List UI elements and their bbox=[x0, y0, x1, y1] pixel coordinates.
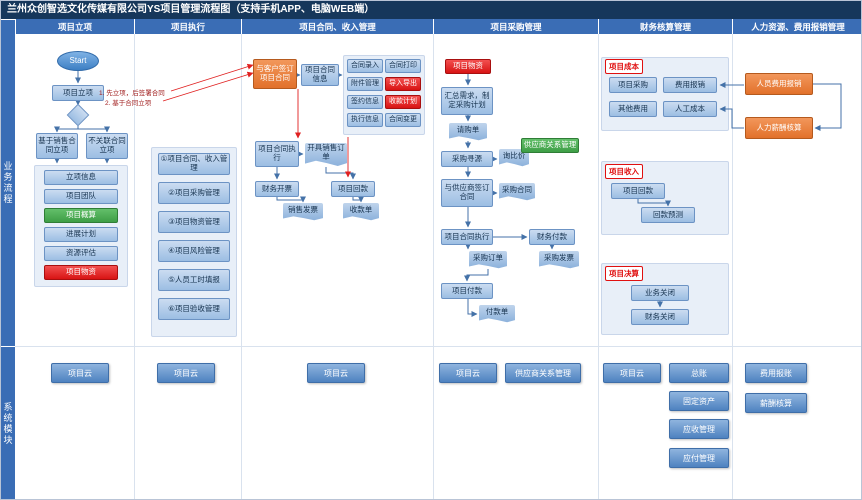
import-export-node: 导入导出 bbox=[385, 77, 421, 91]
project-team-node: 项目团队 bbox=[44, 189, 118, 204]
resource-evaluation-node: 资源评估 bbox=[44, 246, 118, 261]
column-header-hr-expense: 人力资源、费用报销管理 bbox=[732, 19, 861, 34]
finance-payment-node: 财务付款 bbox=[529, 229, 575, 245]
exec-item-acceptance: ⑥项目验收管理 bbox=[158, 298, 230, 320]
project-material-source-node: 项目物资 bbox=[445, 59, 491, 74]
lane-divider bbox=[15, 346, 861, 347]
project-income-label: 项目收入 bbox=[605, 164, 643, 179]
module-payables: 应付管理 bbox=[669, 448, 729, 468]
column-divider bbox=[433, 34, 434, 499]
note-initiate-then-sign: 1. 先立项，后签署合同 bbox=[99, 90, 165, 97]
column-divider bbox=[134, 34, 135, 499]
cost-other-node: 其他费用 bbox=[609, 101, 657, 117]
module-expense-report: 费用报账 bbox=[745, 363, 807, 383]
column-header-initiation: 项目立项 bbox=[15, 19, 134, 34]
signing-info-node: 签约信息 bbox=[347, 95, 383, 109]
sign-supplier-contract-node: 与供应商签订合同 bbox=[441, 179, 493, 207]
purchase-order-doc: 采购订单 bbox=[469, 251, 507, 269]
attachment-mgmt-node: 附件管理 bbox=[347, 77, 383, 91]
sales-invoice-doc: 销售发票 bbox=[283, 203, 323, 221]
business-close-node: 业务关闭 bbox=[631, 285, 689, 301]
module-srm: 供应商关系管理 bbox=[505, 363, 581, 383]
contract-print-node: 合同打印 bbox=[385, 59, 421, 73]
project-cost-label: 项目成本 bbox=[605, 59, 643, 74]
module-project-cloud-5: 项目云 bbox=[603, 363, 661, 383]
initiation-info-node: 立项信息 bbox=[44, 170, 118, 185]
note-based-on-contract: 2. 基于合同立项 bbox=[105, 100, 152, 107]
purchase-plan-node: 汇总需求，制定采购计划 bbox=[441, 87, 493, 115]
payroll-accounting-node: 人力薪酬核算 bbox=[745, 117, 813, 139]
income-forecast-node: 回款预测 bbox=[641, 207, 695, 223]
cost-purchase-node: 项目采购 bbox=[609, 77, 657, 93]
column-header-execution: 项目执行 bbox=[134, 19, 241, 34]
project-receipt-node: 项目回款 bbox=[331, 181, 375, 197]
sourcing-node: 采购寻源 bbox=[441, 151, 493, 167]
project-initiation-node: 项目立项 bbox=[52, 85, 104, 101]
receipt-slip-doc: 收款单 bbox=[343, 203, 379, 221]
exec-item-material: ③项目物资管理 bbox=[158, 211, 230, 233]
purchase-invoice-doc: 采购发票 bbox=[539, 251, 579, 269]
contract-info-node: 项目合同信息 bbox=[301, 64, 339, 86]
exec-item-risk: ④项目风险管理 bbox=[158, 240, 230, 262]
project-final-label: 项目决算 bbox=[605, 266, 643, 281]
sign-customer-contract-node: 与客户签订项目合同 bbox=[253, 59, 297, 89]
exec-item-contract-revenue: ①项目合同、收入管理 bbox=[158, 153, 230, 175]
finance-invoicing-node: 财务开票 bbox=[255, 181, 299, 197]
exec-item-timesheet: ⑤人员工时填报 bbox=[158, 269, 230, 291]
payment-slip-doc: 付款单 bbox=[479, 305, 515, 323]
srm-node: 供应商关系管理 bbox=[521, 138, 579, 153]
purchase-contract-execution-node: 项目合同执行 bbox=[441, 229, 493, 245]
module-project-cloud-4: 项目云 bbox=[439, 363, 497, 383]
cost-labor-node: 人工成本 bbox=[663, 101, 717, 117]
module-general-ledger: 总账 bbox=[669, 363, 729, 383]
column-divider bbox=[241, 34, 242, 499]
purchase-contract-doc: 采购合同 bbox=[499, 183, 535, 201]
lane-label-business-process: 业务流程 bbox=[1, 19, 15, 346]
column-divider bbox=[598, 34, 599, 499]
project-payment-node: 项目付款 bbox=[441, 283, 493, 299]
income-receipt-node: 项目回款 bbox=[611, 183, 665, 199]
contract-execution-node: 项目合同执行 bbox=[255, 141, 299, 167]
project-material-node: 项目物资 bbox=[44, 265, 118, 280]
progress-plan-node: 进展计划 bbox=[44, 227, 118, 242]
contract-change-node: 合同变更 bbox=[385, 113, 421, 127]
column-header-procurement: 项目采购管理 bbox=[433, 19, 598, 34]
branch-no-contract-node: 不关联合同立项 bbox=[86, 133, 128, 159]
personnel-expense-node: 人员费用报销 bbox=[745, 73, 813, 95]
column-header-contract-revenue: 项目合同、收入管理 bbox=[241, 19, 433, 34]
exec-item-procurement: ②项目采购管理 bbox=[158, 182, 230, 204]
module-receivables: 应收管理 bbox=[669, 419, 729, 439]
receipt-plan-node: 收款计划 bbox=[385, 95, 421, 109]
contract-entry-node: 合同录入 bbox=[347, 59, 383, 73]
module-project-cloud-1: 项目云 bbox=[51, 363, 109, 383]
project-estimate-node: 项目概算 bbox=[44, 208, 118, 223]
module-payroll: 薪酬核算 bbox=[745, 393, 807, 413]
column-header-finance: 财务核算管理 bbox=[598, 19, 732, 34]
purchase-request-doc: 请购单 bbox=[449, 123, 487, 141]
inquiry-doc: 询比价 bbox=[499, 149, 529, 167]
start-node: Start bbox=[57, 51, 99, 71]
column-divider bbox=[732, 34, 733, 499]
module-project-cloud-3: 项目云 bbox=[307, 363, 365, 383]
sales-order-doc: 开具销售订单 bbox=[305, 143, 347, 167]
cost-expense-node: 费用报销 bbox=[663, 77, 717, 93]
lane-label-system-modules: 系统模块 bbox=[1, 346, 15, 499]
finance-close-node: 财务关闭 bbox=[631, 309, 689, 325]
execution-info-node: 执行信息 bbox=[347, 113, 383, 127]
decision-diamond bbox=[66, 103, 90, 127]
module-fixed-assets: 固定资产 bbox=[669, 391, 729, 411]
module-project-cloud-2: 项目云 bbox=[157, 363, 215, 383]
diagram-title: 兰州众创智选文化传媒有限公司YS项目管理流程图（支持手机APP、电脑WEB端） bbox=[1, 1, 861, 19]
branch-sales-contract-node: 基于销售合同立项 bbox=[36, 133, 78, 159]
